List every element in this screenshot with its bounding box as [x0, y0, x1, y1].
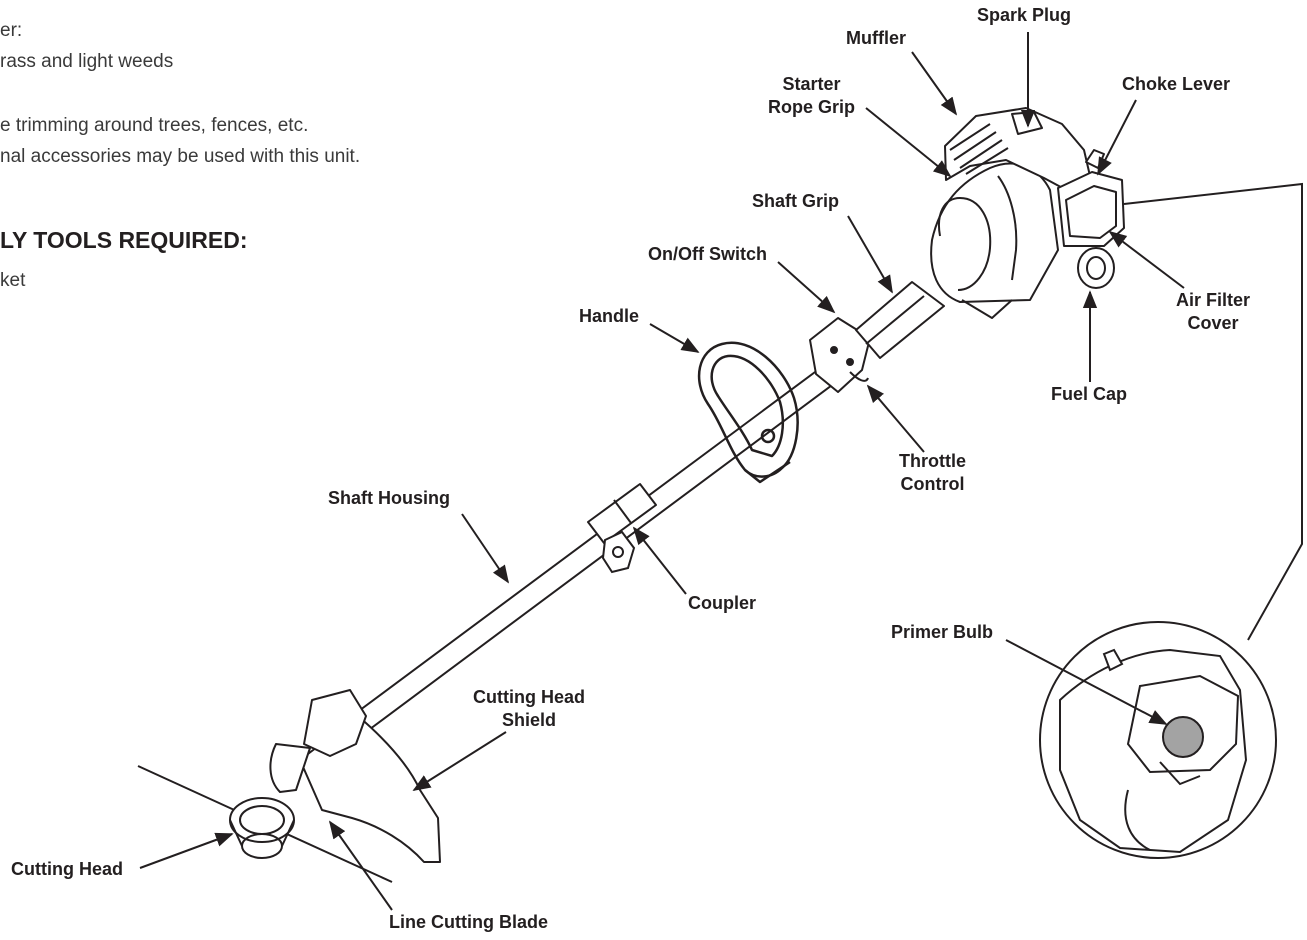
- leader-shaft-grip: [847, 215, 893, 294]
- label-cutting-head-shield: Cutting Head Shield: [473, 686, 585, 732]
- leader-air-filter-cover: [1108, 230, 1185, 289]
- leader-shaft-housing: [461, 513, 510, 584]
- intro-line-2: rass and light weeds: [0, 51, 174, 72]
- intro-line-4: nal accessories may be used with this un…: [0, 146, 361, 167]
- label-air-filter-cover-line-2: Cover: [1187, 313, 1239, 333]
- leader-lines: [139, 32, 1185, 911]
- label-on-off-switch: On/Off Switch: [648, 244, 767, 264]
- label-fuel-cap: Fuel Cap: [1051, 384, 1128, 404]
- leader-line-cutting-blade: [328, 820, 393, 911]
- label-cutting-head: Cutting Head: [11, 859, 123, 879]
- leader-starter-rope-grip: [865, 107, 952, 178]
- label-starter-rope-grip: Starter Rope Grip: [768, 73, 855, 119]
- label-cutting-head-shield-line-1: Cutting Head: [473, 687, 585, 707]
- label-throttle-control: Throttle Control: [899, 450, 966, 496]
- leader-muffler: [911, 51, 958, 116]
- engine-drawing: [930, 107, 1125, 319]
- label-shaft-housing: Shaft Housing: [328, 488, 450, 508]
- label-throttle-control-line-1: Throttle: [899, 451, 966, 471]
- leader-choke-lever: [1097, 99, 1137, 176]
- leader-coupler: [632, 526, 687, 595]
- tool-line: ket: [0, 270, 26, 291]
- label-throttle-control-line-2: Control: [900, 474, 965, 494]
- handle-drawing: [697, 341, 799, 484]
- label-handle: Handle: [579, 306, 640, 326]
- label-coupler: Coupler: [688, 593, 757, 613]
- leader-handle: [649, 323, 700, 353]
- intro-line-1: er:: [0, 20, 23, 41]
- leader-throttle-control: [866, 384, 925, 453]
- cutting-head-drawing: [229, 689, 441, 863]
- label-choke-lever: Choke Lever: [1122, 74, 1231, 94]
- shaft-grip-drawing: [855, 281, 945, 359]
- label-air-filter-cover: Air Filter Cover: [1176, 289, 1250, 335]
- primer-bulb-inset: [1039, 621, 1277, 859]
- leader-primer-bulb: [1005, 639, 1168, 725]
- label-air-filter-cover-line-1: Air Filter: [1176, 290, 1251, 310]
- coupler-drawing: [601, 530, 636, 574]
- leader-on-off-switch: [777, 261, 836, 314]
- throttle-grip-drawing: [809, 317, 871, 393]
- label-primer-bulb: Primer Bulb: [891, 622, 994, 642]
- label-starter-rope-grip-line-2: Rope Grip: [768, 97, 856, 117]
- intro-line-3: e trimming around trees, fences, etc.: [0, 115, 309, 136]
- label-spark-plug: Spark Plug: [977, 5, 1072, 25]
- leader-cutting-head-shield: [412, 731, 507, 791]
- leader-cutting-head: [139, 832, 234, 869]
- label-starter-rope-grip-line-1: Starter: [782, 74, 841, 94]
- inset-connector-line: [1123, 182, 1303, 641]
- tools-heading: LY TOOLS REQUIRED:: [0, 227, 248, 253]
- label-cutting-head-shield-line-2: Shield: [501, 710, 556, 730]
- shaft-housing-drawing: [351, 351, 856, 733]
- label-shaft-grip: Shaft Grip: [752, 191, 840, 211]
- label-line-cutting-blade: Line Cutting Blade: [389, 912, 548, 932]
- label-muffler: Muffler: [846, 28, 906, 48]
